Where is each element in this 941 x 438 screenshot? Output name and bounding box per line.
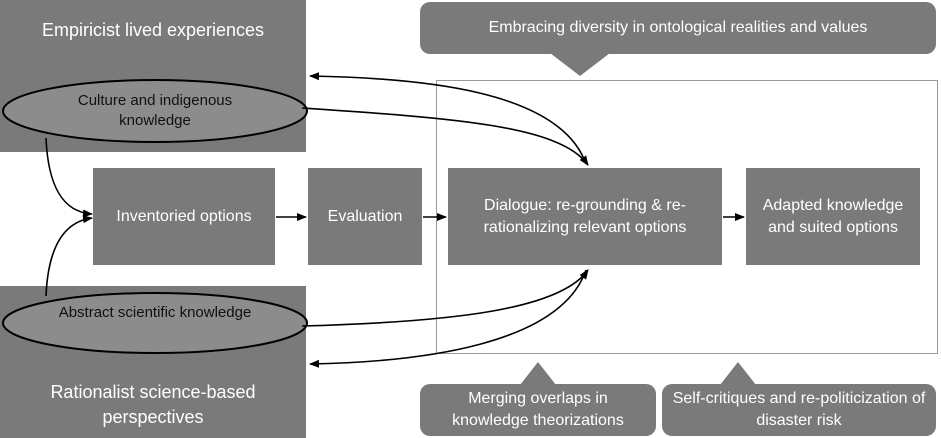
adapted-knowledge-label: Adapted knowledge and suited options <box>762 196 904 236</box>
abstract-ellipse-label: Abstract scientific knowledge <box>55 303 255 323</box>
callout-selfcritique-pointer <box>720 362 756 385</box>
culture-ellipse-text: Culture and indigenous knowledge <box>77 92 233 129</box>
callout-embracing-diversity: Embracing diversity in ontological reali… <box>420 2 936 54</box>
empiricist-title: Empiricist lived experiences <box>41 20 265 40</box>
dialogue-label: Dialogue: re-grounding & re-rationalizin… <box>483 196 687 236</box>
dialogue-box: Dialogue: re-grounding & re-rationalizin… <box>448 168 722 265</box>
adapted-knowledge-box: Adapted knowledge and suited options <box>746 168 920 265</box>
callout-embracing-diversity-label: Embracing diversity in ontological reali… <box>488 19 868 37</box>
inventoried-options-label: Inventoried options <box>116 207 252 225</box>
callout-merging-overlaps-label: Merging overlaps in knowledge theorizati… <box>452 390 624 429</box>
callout-merging-pointer <box>520 362 556 385</box>
callout-merging-overlaps: Merging overlaps in knowledge theorizati… <box>420 384 656 436</box>
evaluation-box: Evaluation <box>308 168 422 265</box>
culture-ellipse-label: Culture and indigenous knowledge <box>40 91 270 130</box>
evaluation-label: Evaluation <box>327 207 403 225</box>
arrow-abstract-to-inventoried <box>45 215 93 297</box>
inventoried-options-box: Inventoried options <box>93 168 275 265</box>
callout-top-pointer <box>550 53 610 76</box>
rationalist-title: Rationalist science-based perspectives <box>50 381 256 427</box>
callout-self-critiques: Self-critiques and re-politicization of … <box>662 384 936 436</box>
callout-self-critiques-label: Self-critiques and re-politicization of … <box>672 390 926 429</box>
abstract-ellipse-text: Abstract scientific knowledge <box>58 304 252 321</box>
